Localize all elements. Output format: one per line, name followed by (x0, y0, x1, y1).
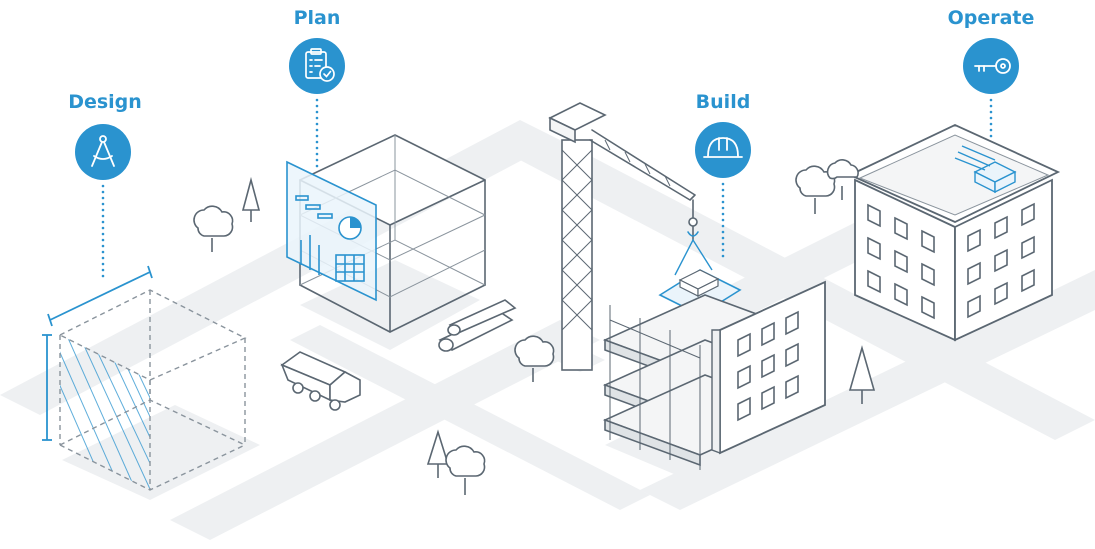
stage-design: Design (68, 91, 142, 280)
tree (241, 176, 261, 222)
tree (445, 445, 486, 495)
compass-icon (91, 135, 115, 167)
tree (826, 159, 859, 200)
tree (426, 429, 450, 478)
stage-plan: Plan (289, 7, 345, 172)
rooftop-hvac-unit (954, 145, 1017, 194)
construction-building (602, 280, 826, 485)
stage-label-operate: Operate (948, 7, 1035, 29)
plan-building-cube (286, 134, 486, 350)
dump-truck (280, 351, 361, 411)
crane (548, 102, 742, 372)
tree (848, 345, 876, 404)
stage-label-plan: Plan (294, 7, 341, 29)
operate-building (847, 124, 1061, 355)
tree (193, 205, 234, 252)
design-wireframe-cube (42, 265, 260, 500)
clipboard-check-icon (305, 48, 335, 82)
stage-label-design: Design (68, 91, 142, 113)
hard-hat-icon (703, 137, 743, 158)
stage-build: Build (695, 91, 751, 264)
gantt-chart-panel (286, 160, 377, 302)
stage-operate: Operate (948, 7, 1035, 140)
trees (193, 159, 876, 495)
stage-badge-design (75, 124, 131, 180)
pipes (438, 299, 517, 352)
key-icon (974, 58, 1011, 74)
tree (514, 335, 555, 382)
stage-badge-build (695, 122, 751, 178)
stage-label-build: Build (696, 91, 751, 113)
